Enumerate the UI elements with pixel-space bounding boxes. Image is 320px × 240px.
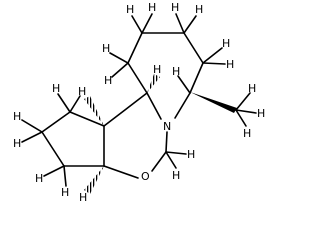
h-bond-c12b [63,165,67,187]
h-label: H [52,82,60,95]
h-label: H [257,107,265,120]
bond-c2-c3 [127,32,143,64]
h-label: H [226,58,234,71]
bond-c11-c12 [41,131,65,167]
h-label: H [172,65,180,78]
h-label: H [195,3,203,16]
h-bond-c5a [202,47,223,64]
structure-drawing: N O H H H H H H H H H H H H H H H H H H … [13,1,265,204]
h-bond-me3 [235,109,247,127]
h-bond-c11b [21,131,43,143]
atom-label-oxygen: O [141,170,150,183]
h-bond-c3a [131,15,143,34]
h-label: H [78,85,86,98]
bond-c1-c2 [127,62,148,94]
bond-c4-c5 [183,32,204,64]
h-bond-c10b [69,95,81,113]
atom-label-nitrogen: N [163,120,171,133]
h-label: H [79,191,87,204]
h-bond-c3b [141,13,153,34]
hash-bond-c1-h [147,74,160,93]
h-bond-c2a [109,52,129,64]
h-label: H [35,172,43,185]
bond-c10-c11 [41,111,71,133]
hash-bond-c9-h [84,96,104,126]
h-bond-c4b [183,15,197,34]
h-label: H [153,63,161,76]
h-label: H [148,1,156,14]
h-label: H [102,42,110,55]
bond-c9-c10 [69,111,105,127]
h-label: H [187,148,195,161]
h-label: H [248,82,256,95]
h-label: H [126,3,134,16]
h-bond-me2 [235,109,257,114]
molecule-diagram: N O H H H H H H H H H H H H H H H H H H … [13,1,265,204]
h-label: H [243,127,251,140]
bond-n-c7 [165,131,168,153]
h-bond-c5b [202,62,226,65]
bond-c7-o [151,151,167,172]
h-label: H [104,74,112,87]
h-label: H [172,169,180,182]
wedge-bond-methyl [190,92,237,113]
h-bond-me1 [235,92,251,111]
h-label: H [13,137,21,150]
hash-bond-c8-h [84,166,104,194]
h-bond-c6 [177,75,191,94]
h-bond-c11a [21,119,43,133]
bond-c9-c1 [103,92,148,127]
bond-c6-n [174,92,191,119]
h-label: H [61,186,69,199]
h-bond-c7a [165,151,177,169]
h-bond-c4a [175,13,185,34]
h-bond-c12a [43,165,65,177]
h-label: H [171,1,179,14]
h-bond-c7b [165,151,187,155]
h-label: H [222,37,230,50]
h-bond-c2b [111,62,129,78]
bond-c5-c6 [189,62,204,94]
bond-n-c1 [146,92,162,120]
h-bond-c10a [57,93,71,113]
h-label: H [13,110,21,123]
bond-o-c8 [103,165,139,179]
